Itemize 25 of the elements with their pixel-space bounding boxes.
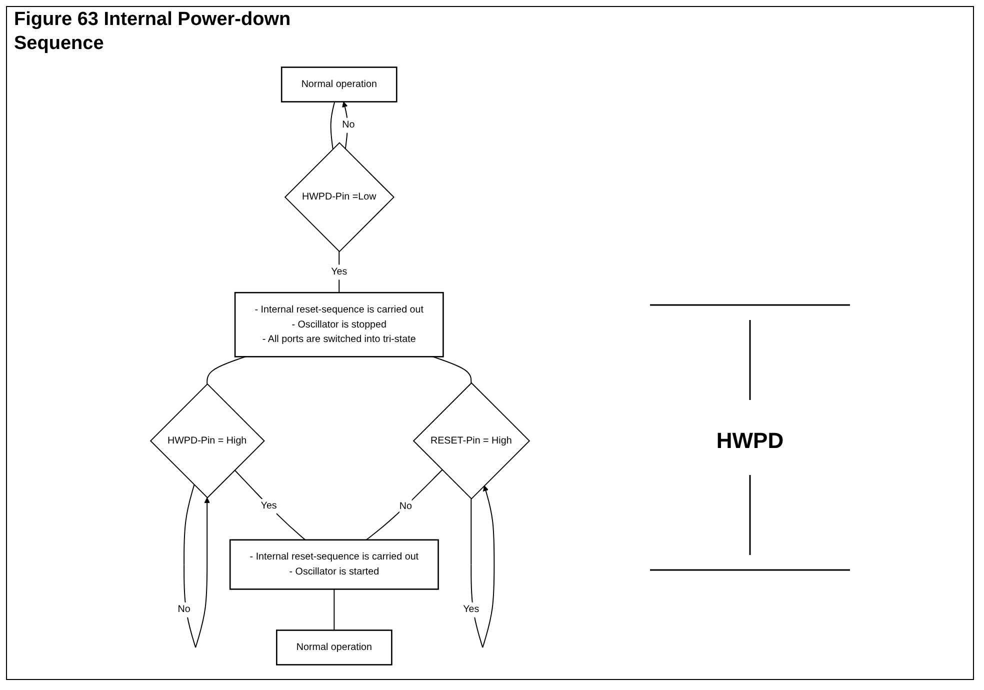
connector (206, 356, 246, 385)
connector (432, 356, 472, 384)
node-box: - Internal reset-sequence is carried out - Oscillator is started (229, 539, 439, 590)
edge-label: No (178, 604, 190, 615)
node-diamond: HWPD-Pin =Low (284, 142, 394, 252)
node-diamond: HWPD-Pin = High (150, 383, 265, 498)
edge-label: No (399, 500, 412, 512)
connector (334, 588, 335, 631)
arrow (184, 484, 210, 648)
arrow (342, 102, 348, 150)
figure-title: Figure 63 Internal Power-down Sequence (14, 8, 292, 56)
span-label: HWPD (715, 428, 785, 454)
connector (338, 251, 340, 294)
connector (366, 469, 443, 540)
edge-label: Yes (260, 500, 277, 512)
connector (234, 470, 306, 540)
node-diamond: RESET-Pin = High (412, 382, 530, 500)
node-box: - Internal reset-sequence is carried out - Oscillator is stopped - All ports are switched into tri-state (234, 292, 444, 358)
edge-label: No (342, 119, 355, 130)
arrow (470, 485, 495, 648)
connector (330, 101, 336, 150)
edge-label: Yes (463, 604, 480, 615)
node-box: Normal operation (280, 66, 398, 102)
node-box: Normal operation (276, 630, 392, 666)
edge-label: Yes (331, 266, 348, 278)
